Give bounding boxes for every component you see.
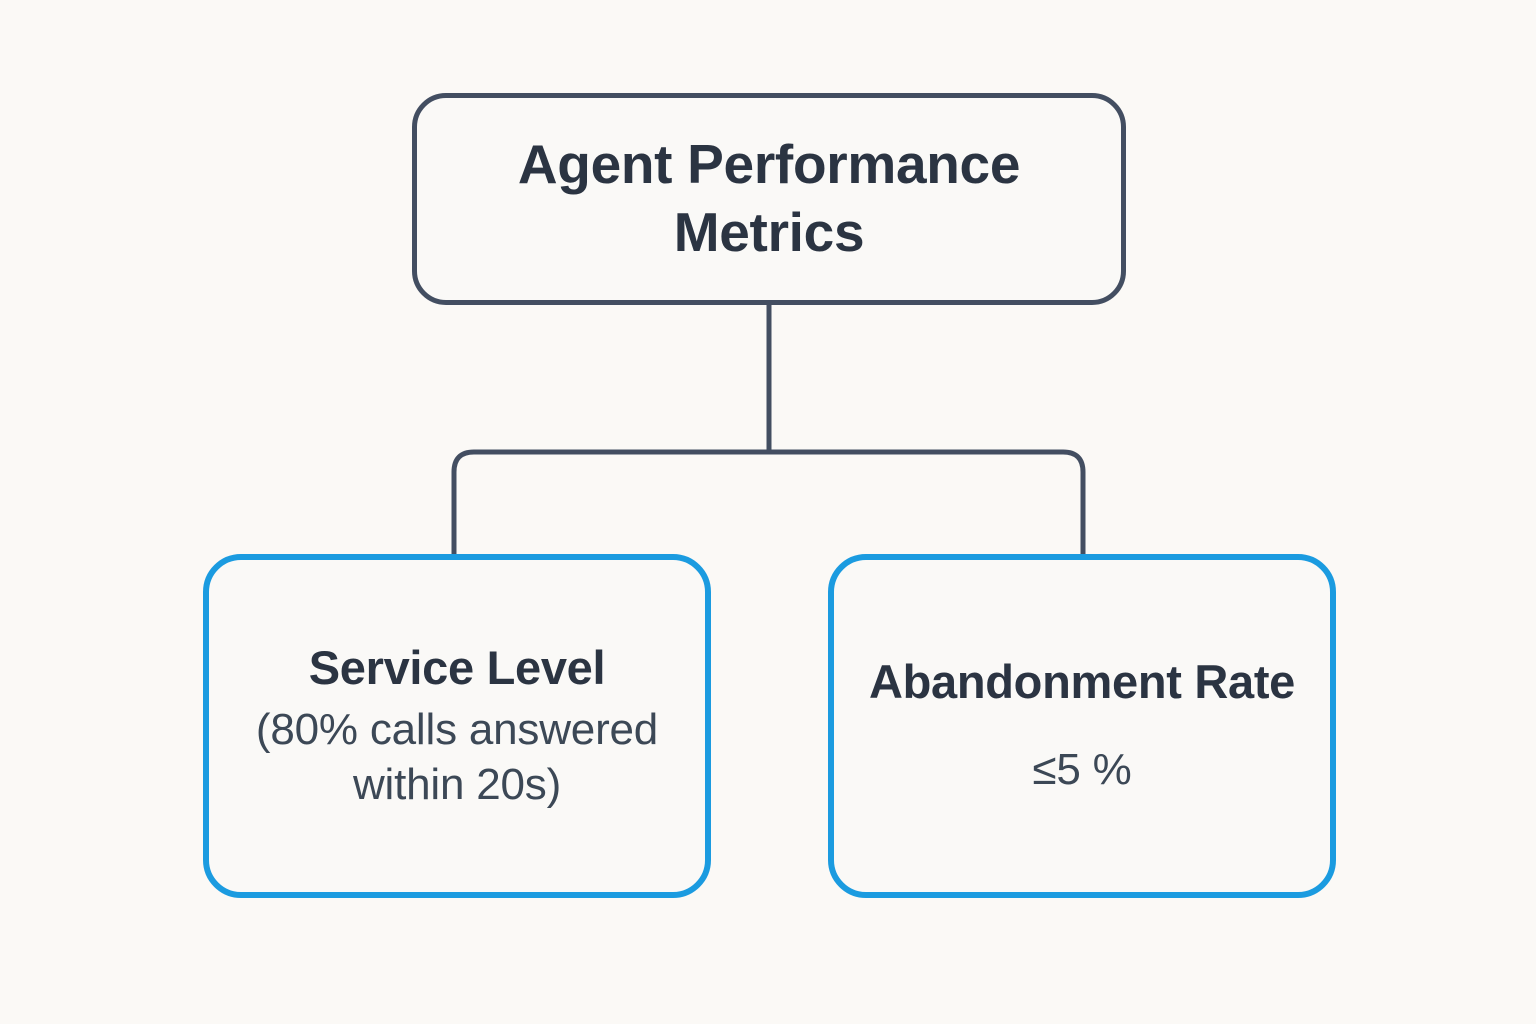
node-detail: ≤5 % bbox=[1032, 745, 1132, 795]
node-detail: (80% calls answered within 20s) bbox=[255, 705, 659, 809]
node-title: Agent Performance Metrics bbox=[517, 133, 1021, 263]
node-agent-performance-metrics[interactable]: Agent Performance Metrics bbox=[412, 93, 1126, 305]
node-abandonment-rate[interactable]: Abandonment Rate ≤5 % bbox=[828, 554, 1336, 898]
node-title: Abandonment Rate bbox=[868, 655, 1296, 708]
connector-edge-service-level bbox=[451, 449, 769, 556]
node-title: Service Level bbox=[308, 640, 606, 694]
node-service-level[interactable]: Service Level (80% calls answered within… bbox=[203, 554, 711, 898]
connector-edge-abandonment-rate bbox=[769, 449, 1086, 556]
